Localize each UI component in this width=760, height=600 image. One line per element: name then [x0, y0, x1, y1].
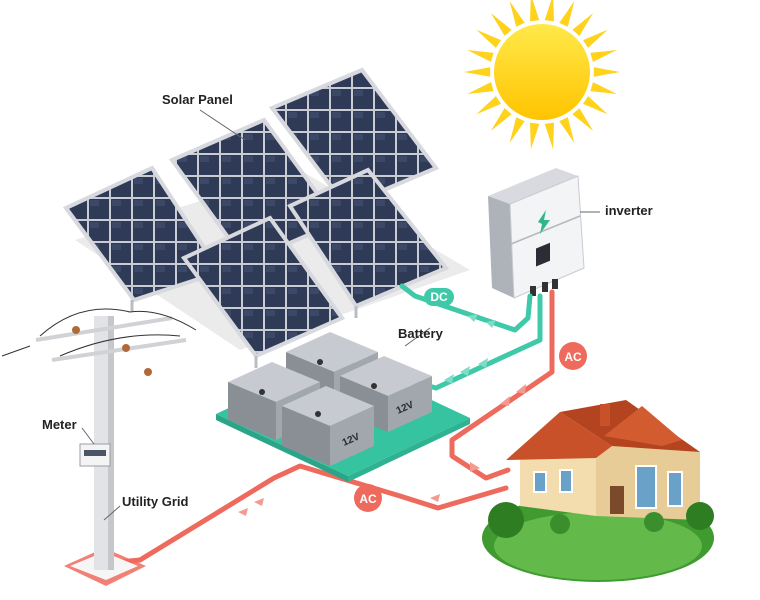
sun-ray: [467, 50, 494, 62]
dc-tag: DC: [424, 288, 454, 306]
battery-icon: [216, 332, 470, 482]
sun-ray: [590, 82, 617, 94]
battery-leader: [404, 327, 431, 347]
solar-panel-4: [287, 167, 450, 309]
ac-tag-inverter: AC: [559, 342, 587, 370]
sun-ray: [583, 96, 608, 115]
solar-panel-icon: [62, 67, 450, 368]
sun-ray: [530, 0, 540, 22]
inverter-label: inverter: [605, 203, 653, 218]
ac-tag-grid: AC: [354, 484, 382, 512]
utility-grid-label: Utility Grid: [122, 494, 189, 509]
ac-line: [77, 289, 555, 569]
sun-ray: [544, 122, 554, 150]
sun-ray: [530, 122, 540, 150]
sun-ray: [490, 13, 512, 36]
sun-ray: [509, 117, 525, 143]
meter-leader: [81, 427, 95, 445]
dc-tag-label: DC: [430, 290, 448, 304]
utility-pole-icon: [1, 308, 197, 586]
sun-ray: [476, 29, 501, 48]
sun-ray: [583, 29, 608, 48]
meter-label: Meter: [42, 417, 77, 432]
sun-ray: [544, 0, 554, 22]
inverter-icon: [488, 168, 585, 299]
battery-label: Battery: [398, 326, 443, 341]
ac-tag-grid-label: AC: [359, 492, 377, 506]
meter-icon: [79, 443, 111, 467]
dc-flow-arrows: [444, 314, 496, 384]
solar-panel-leader: [199, 109, 246, 141]
sun-ray: [464, 67, 491, 77]
sun-ray: [572, 108, 594, 131]
sun-ray: [572, 13, 594, 36]
sun-ray: [476, 96, 501, 115]
sun-icon: [464, 0, 620, 150]
house-icon: [482, 400, 714, 582]
sun-ray: [490, 108, 512, 131]
sun-ray: [590, 50, 617, 62]
ac-flow-arrows: [238, 384, 526, 516]
solar-panel-5: [180, 215, 346, 359]
sun-ray: [593, 67, 620, 77]
sun-ray: [559, 117, 575, 143]
solar-panel-label: Solar Panel: [162, 92, 233, 107]
utility-grid-leader: [103, 505, 121, 521]
solar-panel-1: [268, 67, 440, 209]
sun-ray: [509, 1, 525, 27]
ac-tag-inverter-label: AC: [564, 350, 582, 364]
sun-ray: [559, 1, 575, 27]
sun-ray: [467, 82, 494, 94]
